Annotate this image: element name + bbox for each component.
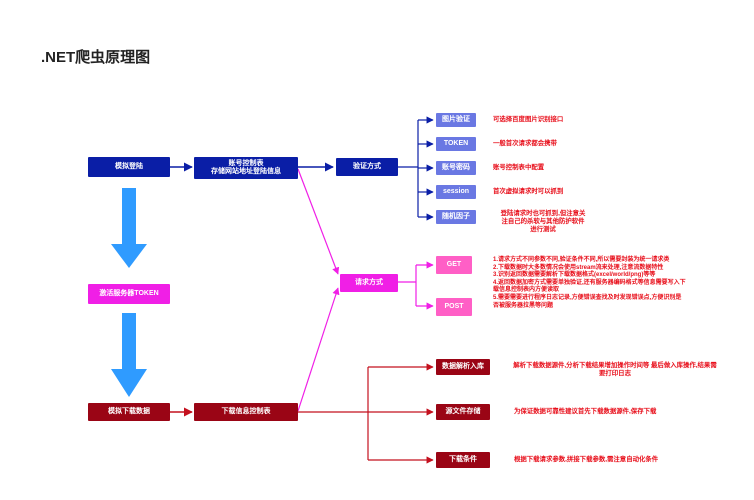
request-note: 1.请求方式不同参数不同,验证条件不同,所以需要封装为统一请求类 2.下载数据时…: [493, 257, 686, 309]
download-item-store: 源文件存储: [436, 404, 490, 420]
verify-item-password-label: 账号密码: [442, 164, 470, 171]
verify-item-token: TOKEN: [436, 137, 476, 151]
node-simulate-login: 模拟登陆: [88, 157, 170, 177]
node-verify-method-label: 验证方式: [353, 163, 381, 170]
verify-note-password: 账号控制表中配置: [493, 164, 545, 171]
verify-note-image: 可选择百度图片识别接口: [493, 116, 564, 123]
verify-note-token: 一般首次请求都会携带: [493, 140, 557, 147]
request-item-post-label: POST: [444, 303, 464, 310]
request-item-get-label: GET: [446, 261, 462, 268]
down-arrow-1: [111, 188, 147, 268]
verify-item-image: 图片验证: [436, 113, 476, 127]
request-item-get: GET: [436, 256, 472, 274]
download-item-parse-label: 数据解析入库: [442, 363, 484, 370]
verify-note-session: 首次虚拟请求时可以抓到: [493, 188, 564, 195]
node-simulate-login-label: 模拟登陆: [115, 163, 143, 170]
node-request-method-label: 请求方式: [355, 279, 383, 286]
verify-note-random: 登陆请求时也可抓到,但注意关 注自己的杀软与其他防护软件 进行测试: [500, 210, 586, 233]
verify-item-random: 随机因子: [436, 210, 476, 224]
download-branch-lines: [298, 363, 434, 464]
node-fetch-token: 激活服务器TOKEN: [88, 284, 170, 304]
node-account-control: 账号控制表 存储网站地址登陆信息: [194, 157, 298, 179]
down-arrow-2: [111, 313, 147, 397]
verify-item-random-label: 随机因子: [442, 213, 470, 220]
verify-item-session-label: session: [442, 188, 470, 195]
download-note-store: 为保证数据可靠性建议首先下载数据源件,保存下载: [514, 408, 657, 415]
page-title: .NET爬虫原理图: [41, 49, 151, 66]
request-item-post: POST: [436, 298, 472, 316]
download-note-condition: 根据下载请求参数,拼接下载参数,需注意自动化条件: [514, 456, 659, 463]
node-verify-method: 验证方式: [336, 158, 398, 176]
node-simulate-download-label: 模拟下载数据: [108, 408, 150, 415]
request-branch-lines: [398, 261, 434, 310]
download-item-store-label: 源文件存储: [445, 408, 481, 415]
node-account-control-label: 账号控制表 存储网站地址登陆信息: [211, 160, 281, 175]
arrow-account-to-request: [297, 168, 340, 275]
verify-item-image-label: 图片验证: [442, 116, 470, 123]
verify-item-token-label: TOKEN: [443, 140, 469, 147]
node-fetch-token-label: 激活服务器TOKEN: [99, 290, 159, 297]
verify-item-session: session: [436, 185, 476, 199]
node-download-control: 下载信息控制表: [194, 403, 298, 421]
download-note-parse: 解析下载数据源件,分析下载结果增加操作时间等 最后做入库操作,结果需 要打印日志: [513, 362, 717, 377]
node-simulate-download: 模拟下载数据: [88, 403, 170, 421]
verify-branch-lines: [398, 116, 434, 221]
node-request-method: 请求方式: [340, 274, 398, 292]
verify-item-password: 账号密码: [436, 161, 476, 175]
download-item-condition: 下载条件: [436, 452, 490, 468]
arrow-download-to-request: [297, 287, 340, 412]
download-item-parse: 数据解析入库: [436, 359, 490, 375]
node-download-control-label: 下载信息控制表: [221, 408, 271, 415]
download-item-condition-label: 下载条件: [449, 456, 477, 463]
